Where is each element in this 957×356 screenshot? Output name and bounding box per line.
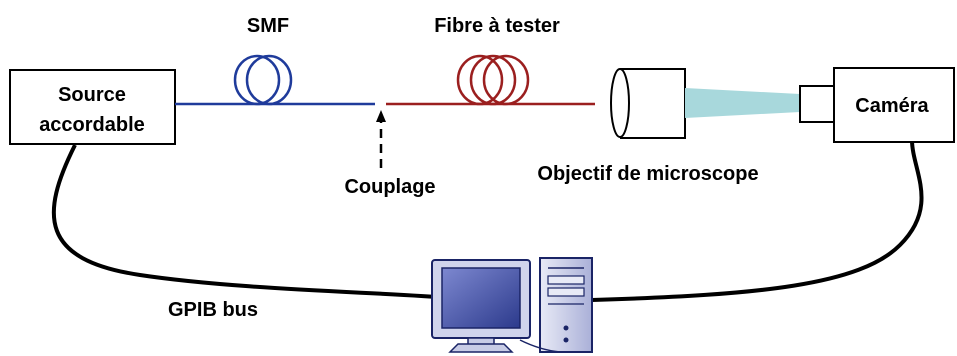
computer-icon [431, 257, 593, 353]
source-label-line1: Source [58, 84, 126, 106]
smf-label: SMF [247, 15, 289, 37]
couplage-label: Couplage [344, 176, 435, 198]
gpib-label: GPIB bus [168, 299, 258, 321]
coupling-arrow-head [376, 110, 386, 122]
camera-icon [799, 67, 955, 143]
camera-label: Caméra [855, 95, 929, 117]
source-box [9, 69, 176, 145]
microscope-objective-icon [610, 68, 686, 139]
objectif-label: Objectif de microscope [537, 163, 758, 185]
gpib-cable-right [591, 139, 924, 302]
gpib-cable-left [51, 144, 451, 300]
smf-fiber-coil [233, 54, 293, 106]
fibre-test-label: Fibre à tester [434, 15, 560, 37]
source-label-line2: accordable [39, 114, 145, 136]
test-fiber-coil [456, 54, 530, 106]
light-beam [685, 88, 800, 118]
